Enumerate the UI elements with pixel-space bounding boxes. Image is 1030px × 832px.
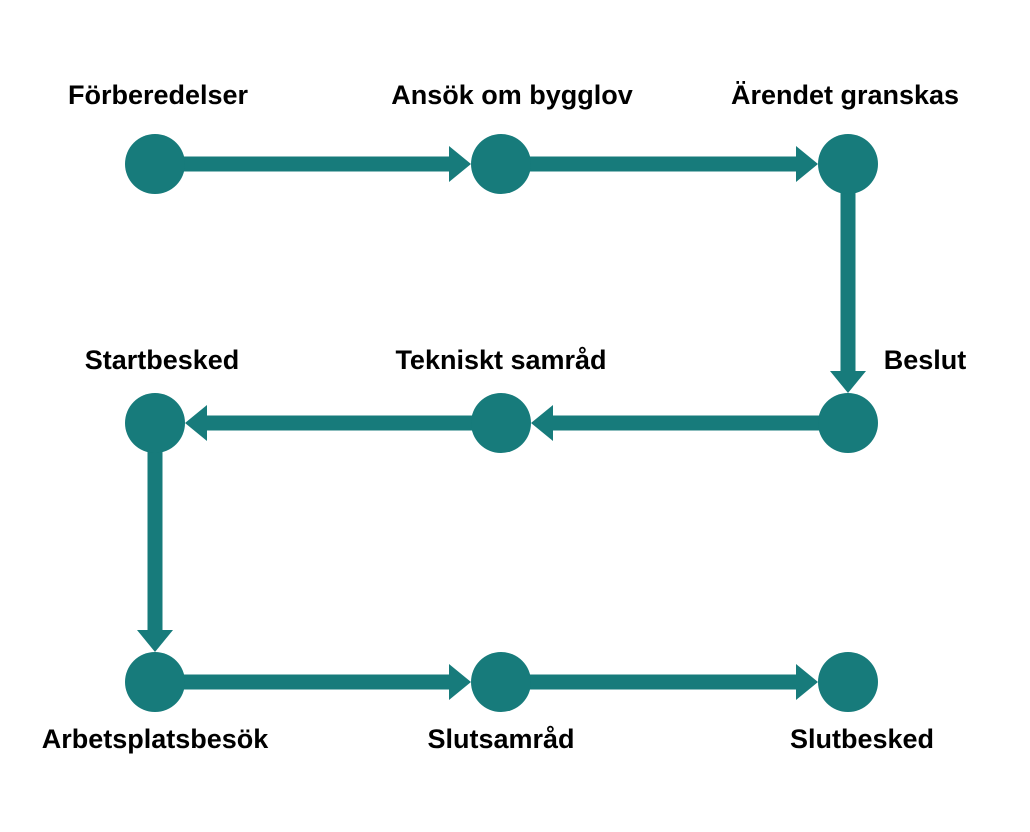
connector-arrow-4 [531,405,848,441]
arrowhead [449,664,471,700]
connectors [137,146,866,700]
step-label-arendet-granskas: Ärendet granskas [731,80,959,110]
connector-arrow-5 [185,405,501,441]
connector-arrow-8 [501,664,818,700]
connector-arrow-1 [155,146,471,182]
arrowhead [185,405,207,441]
arrowhead [137,630,173,652]
step-node-7 [125,652,185,712]
connector-arrow-2 [501,146,818,182]
connector-arrow-3 [830,164,866,393]
arrowhead [796,664,818,700]
arrowhead [531,405,553,441]
step-labels: Förberedelser Ansök om bygglov Ärendet g… [42,80,967,754]
step-label-startbesked: Startbesked [85,345,240,375]
arrowhead [449,146,471,182]
step-node-5 [471,393,531,453]
step-label-beslut: Beslut [884,345,967,375]
step-label-slutbesked: Slutbesked [790,724,934,754]
connector-arrow-6 [137,423,173,652]
arrowhead [830,371,866,393]
step-node-2 [471,134,531,194]
step-label-tekniskt-samrad: Tekniskt samråd [395,345,606,375]
step-node-4 [818,393,878,453]
step-node-6 [125,393,185,453]
step-node-3 [818,134,878,194]
step-node-9 [818,652,878,712]
step-label-ansok-om-bygglov: Ansök om bygglov [391,80,633,110]
step-label-forberedelser: Förberedelser [68,80,249,110]
step-node-1 [125,134,185,194]
connector-arrow-7 [155,664,471,700]
arrowhead [796,146,818,182]
step-nodes [125,134,878,712]
step-node-8 [471,652,531,712]
step-label-arbetsplatsbesok: Arbetsplatsbesök [42,724,270,754]
step-label-slutsamrad: Slutsamråd [427,724,574,754]
